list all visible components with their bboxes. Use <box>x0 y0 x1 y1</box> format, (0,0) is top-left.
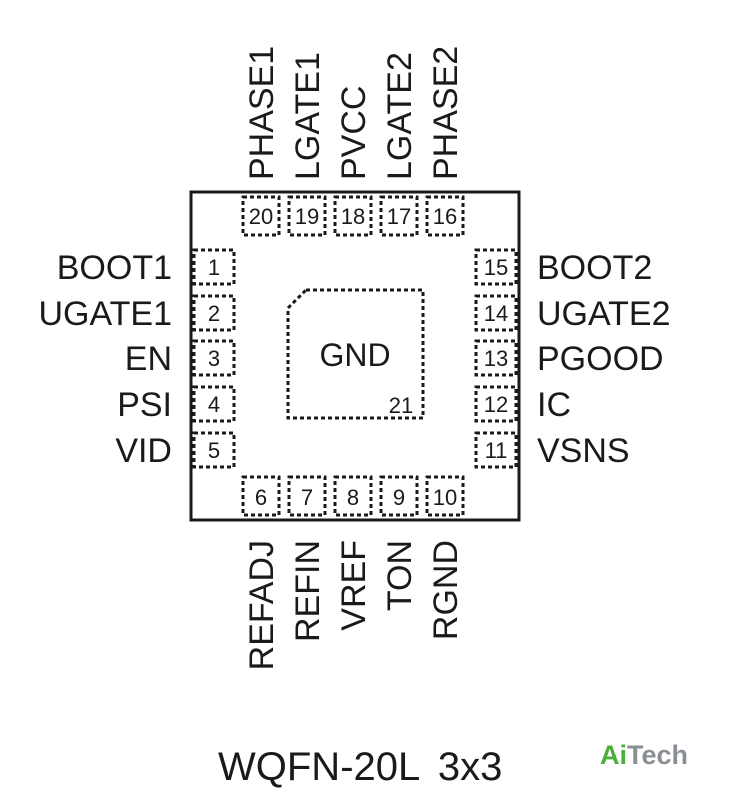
pin-pad-right <box>474 294 518 332</box>
pin-number-top: 20 <box>249 204 273 229</box>
logo-part-ai: Ai <box>600 740 627 770</box>
pin-number-bottom: 8 <box>347 485 359 510</box>
pin-name-right: IC <box>537 386 571 424</box>
pin-pad-bottom <box>379 475 419 517</box>
pin-pad-bottom <box>333 475 373 517</box>
pin-pad-left <box>192 294 236 332</box>
thermal-pad-number: 21 <box>389 393 413 418</box>
pin-name-left: UGATE1 <box>38 295 172 333</box>
pin-number-right: 13 <box>484 346 508 371</box>
pin-number-right: 12 <box>484 392 508 417</box>
pin-number-bottom: 7 <box>301 485 313 510</box>
thermal-pad-label: GND <box>319 337 390 373</box>
pin-name-left: VID <box>115 432 172 470</box>
pin-name-top: LGATE2 <box>381 52 419 180</box>
pin-pad-right <box>474 431 518 469</box>
pin-name-bottom: REFIN <box>289 540 327 642</box>
pin-pad-right <box>474 385 518 423</box>
pin-number-right: 15 <box>484 255 508 280</box>
pin-number-bottom: 9 <box>393 485 405 510</box>
pin-name-left: BOOT1 <box>57 249 172 287</box>
pin-pad-top <box>241 195 281 237</box>
pin-number-top: 17 <box>387 204 411 229</box>
pin-number-left: 3 <box>208 346 220 371</box>
pin-pad-right <box>474 248 518 286</box>
logo-part-tech: Tech <box>627 740 689 770</box>
pin-name-top: PVCC <box>335 86 373 180</box>
pin-pad-top <box>379 195 419 237</box>
pin-name-top: LGATE1 <box>289 52 327 180</box>
pin-pad-top <box>333 195 373 237</box>
pin-pad-right <box>474 339 518 377</box>
pin-name-right: PGOOD <box>537 340 664 378</box>
pin-name-left: PSI <box>117 386 172 424</box>
pin-pad-top <box>287 195 327 237</box>
package-caption: WQFN-20L 3x3 <box>218 745 503 789</box>
pin-number-left: 5 <box>208 438 220 463</box>
pin-name-top: PHASE1 <box>243 46 281 180</box>
pin-number-left: 2 <box>208 301 220 326</box>
pin-pad-top <box>425 195 465 237</box>
pin-name-top: PHASE2 <box>427 46 465 180</box>
pin-pad-bottom <box>287 475 327 517</box>
pin-name-left: EN <box>125 340 172 378</box>
pin-name-right: VSNS <box>537 432 630 470</box>
pin-pad-bottom <box>425 475 465 517</box>
pin-number-bottom: 6 <box>255 485 267 510</box>
thermal-pad <box>286 288 425 420</box>
pin-number-top: 18 <box>341 204 365 229</box>
pin-number-left: 4 <box>208 392 220 417</box>
pin-pad-left <box>192 431 236 469</box>
pin-number-top: 16 <box>433 204 457 229</box>
pin-number-right: 11 <box>485 438 508 463</box>
pin-name-bottom: RGND <box>427 540 465 640</box>
pin-number-top: 19 <box>295 204 319 229</box>
pin-name-bottom: VREF <box>335 540 373 631</box>
pin-pad-left <box>192 339 236 377</box>
pin-name-bottom: REFADJ <box>243 540 281 670</box>
pin-number-bottom: 10 <box>433 485 457 510</box>
pin-name-right: BOOT2 <box>537 249 652 287</box>
pin-number-left: 1 <box>208 255 220 280</box>
pin-pad-bottom <box>241 475 281 517</box>
pin-number-right: 14 <box>484 301 508 326</box>
pin-name-bottom: TON <box>381 540 419 611</box>
pin-pad-left <box>192 248 236 286</box>
aitech-logo: AiTech <box>600 740 688 771</box>
pin-pad-left <box>192 385 236 423</box>
pin-name-right: UGATE2 <box>537 295 671 333</box>
